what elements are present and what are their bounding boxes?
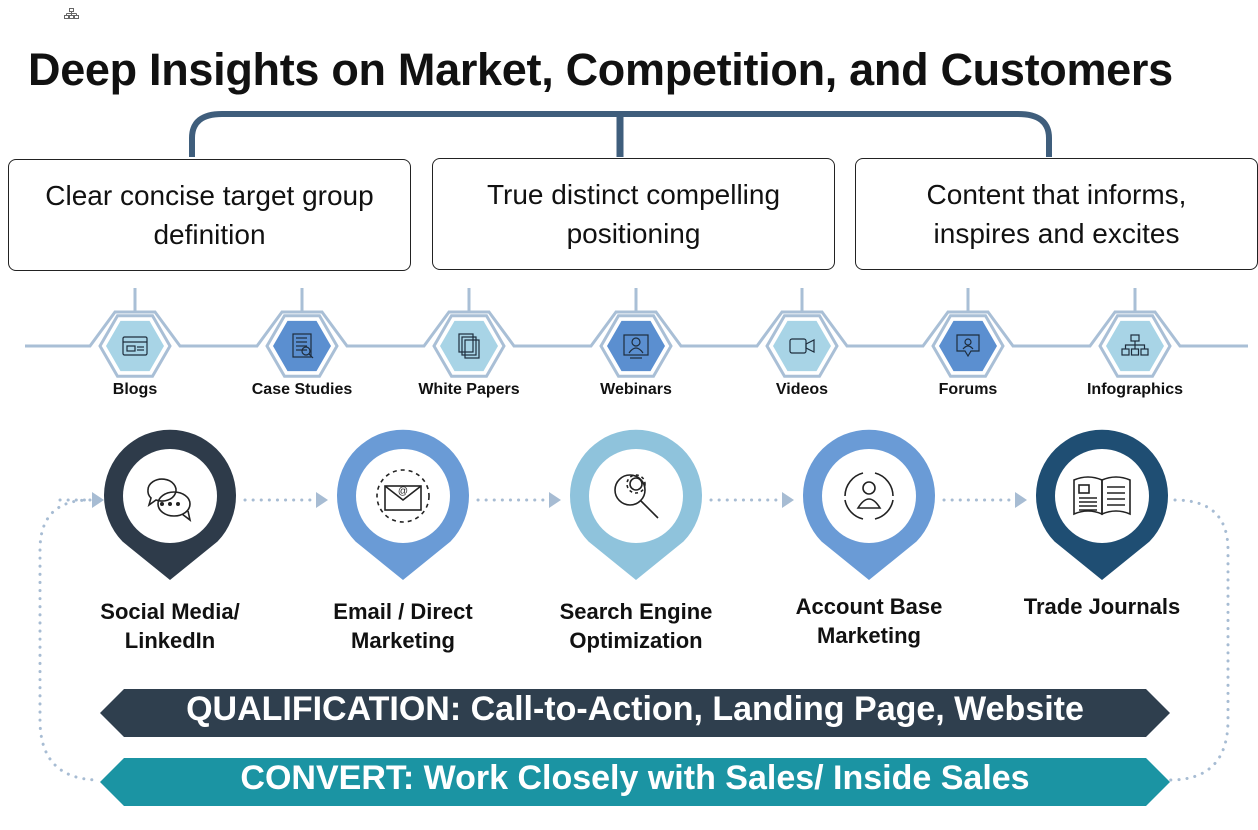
- channel-label: Forums: [938, 381, 998, 398]
- channel-label: Blogs: [112, 381, 158, 398]
- marketing-tactics-flow: @: [38, 429, 1230, 782]
- content-channel-timeline: [25, 288, 1248, 378]
- flow-arrowhead: [1015, 492, 1027, 508]
- webinar-icon: [599, 314, 673, 378]
- tactic-label: Social Media/ LinkedIn: [100, 599, 240, 653]
- convert-arrow: [100, 758, 1170, 806]
- tactic-label: Search Engine Optimization: [559, 599, 713, 653]
- pillar-text: True distinct compelling positioning: [486, 179, 781, 249]
- tactic-label: Email / Direct Marketing: [333, 599, 473, 653]
- magnifier-gear-icon: [614, 474, 659, 519]
- blog-icon: [98, 314, 172, 378]
- tactic-label: Account Base Marketing: [795, 594, 943, 648]
- pillar-content: Content that informs, inspires and excit…: [855, 158, 1258, 270]
- location-pin: [103, 429, 237, 580]
- forum-chat-icon: [931, 314, 1005, 378]
- open-journal-icon: [1073, 476, 1131, 516]
- channel-label: Infographics: [1086, 381, 1183, 398]
- person-cycle-icon: [844, 472, 894, 520]
- pillar-target-group: Clear concise target group definition: [8, 159, 411, 271]
- qualification-text: QUALIFICATION: Call-to-Action, Landing P…: [186, 690, 1084, 728]
- location-pin: [803, 429, 935, 580]
- channel-label: White Papers: [418, 381, 520, 398]
- qualification-arrow: [100, 689, 1170, 737]
- infographic-icon: [1098, 314, 1172, 378]
- channel-label: Webinars: [600, 381, 672, 398]
- tactic-label: Trade Journals: [1023, 594, 1181, 619]
- loop-connector-left: [38, 498, 102, 782]
- pillar-text: Clear concise target group definition: [45, 180, 374, 250]
- diagram-title: Deep Insights on Market, Competition, an…: [28, 44, 1173, 95]
- chat-bubbles-icon: [147, 478, 192, 522]
- white-paper-icon: [432, 314, 506, 378]
- case-study-icon: [265, 314, 339, 378]
- flow-arrowhead: [92, 492, 104, 508]
- flow-arrowhead: [316, 492, 328, 508]
- svg-text:@: @: [398, 486, 408, 497]
- video-camera-icon: [765, 314, 839, 378]
- location-pin: @: [337, 429, 469, 580]
- convert-text: CONVERT: Work Closely with Sales/ Inside…: [240, 759, 1030, 797]
- location-pin: [1035, 429, 1168, 580]
- funnel-arrows: [100, 689, 1170, 806]
- title-bracket: [189, 111, 1052, 157]
- pillar-text: Content that informs, inspires and excit…: [926, 179, 1187, 249]
- pillar-positioning: True distinct compelling positioning: [432, 158, 835, 270]
- channel-label: Case Studies: [251, 381, 353, 398]
- flow-arrowhead: [549, 492, 561, 508]
- channel-label: Videos: [775, 381, 829, 398]
- email-icon: @: [376, 469, 430, 523]
- small-hierarchy-icon: [64, 8, 79, 19]
- location-pin: [570, 429, 702, 580]
- flow-arrowhead: [782, 492, 794, 508]
